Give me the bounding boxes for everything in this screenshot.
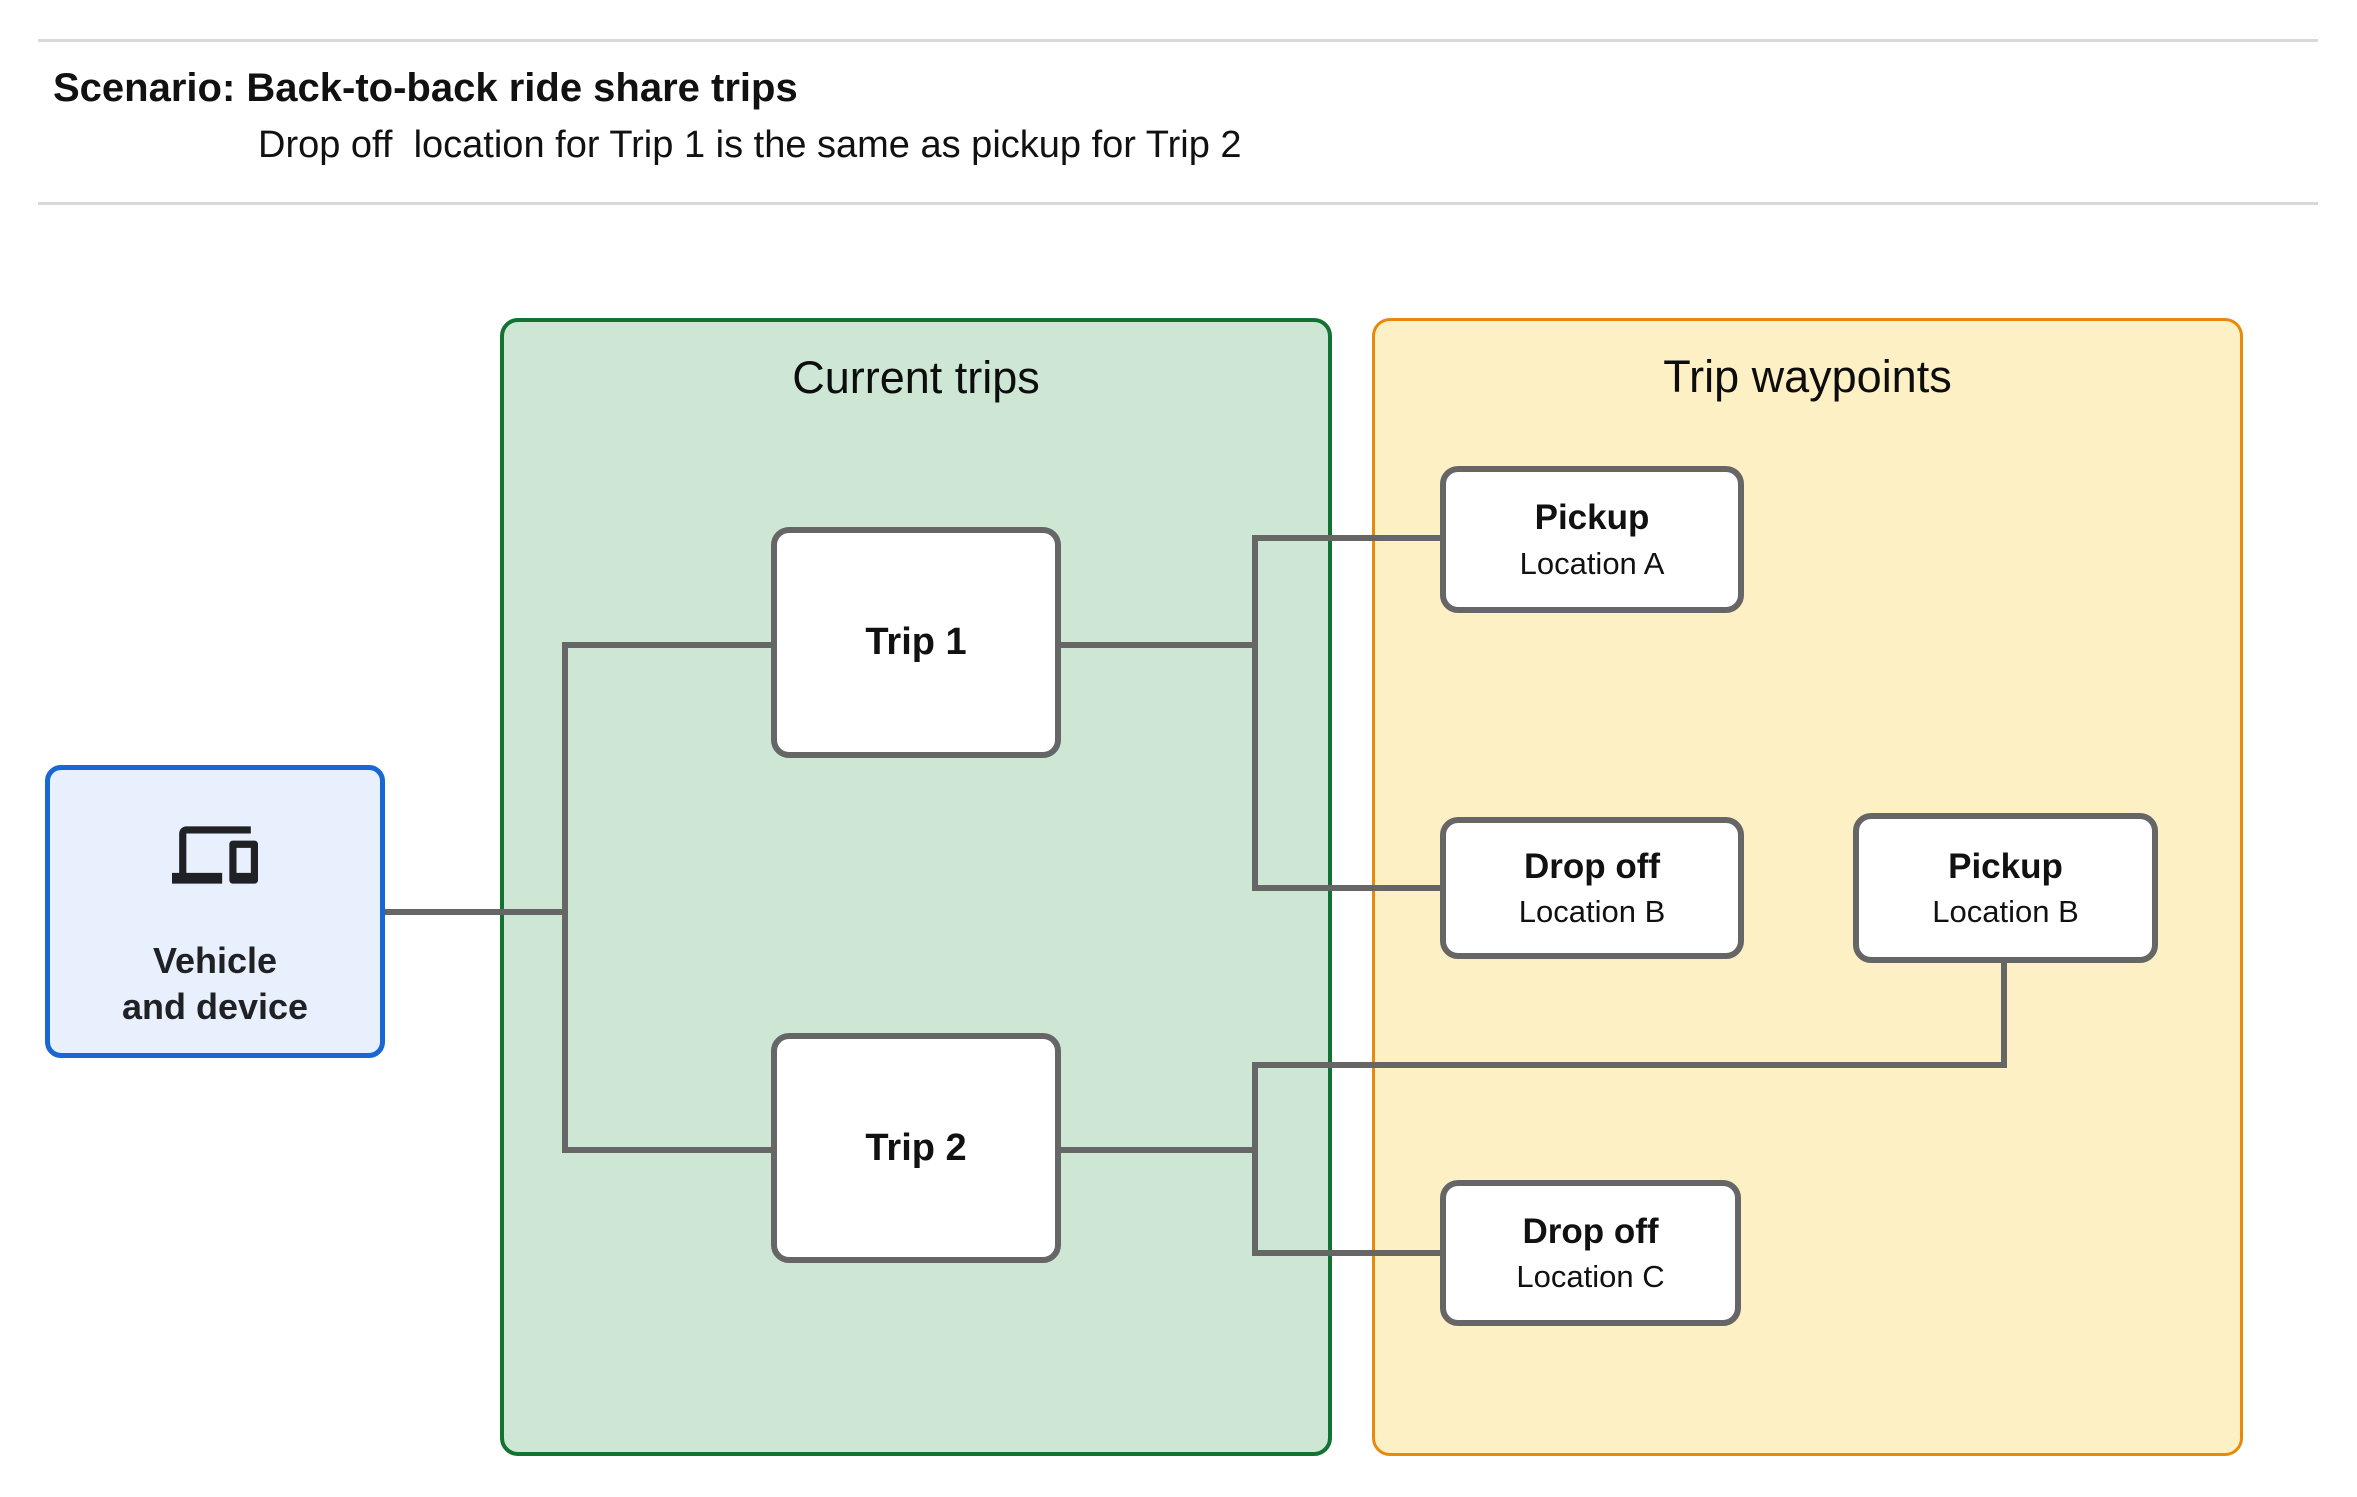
- header-divider: [38, 202, 2318, 205]
- page-title: Scenario: Back-to-back ride share trips: [53, 66, 798, 110]
- waypoint-location: Location C: [1516, 1259, 1665, 1295]
- trip-1-label: Trip 1: [865, 621, 967, 663]
- trip-2-label: Trip 2: [865, 1126, 967, 1169]
- connector-trip2-vertical: [1252, 1062, 1258, 1256]
- connector-pickup-b-down: [2001, 963, 2007, 1068]
- current-trips-container: Current trips: [500, 318, 1332, 1456]
- page-subtitle: Drop off location for Trip 1 is the same…: [258, 124, 1242, 166]
- connector-to-dropoff-c: [1252, 1250, 1440, 1256]
- waypoint-title: Pickup: [1948, 846, 2063, 886]
- connector-branch-to-trip1: [562, 642, 771, 648]
- connector-pickup-b-across: [1252, 1062, 2007, 1068]
- waypoint-title: Drop off: [1522, 1211, 1659, 1251]
- devices-icon: [50, 812, 380, 898]
- connector-trip2-out: [1061, 1147, 1258, 1153]
- waypoint-location: Location B: [1932, 894, 2079, 930]
- waypoint-dropoff-location-b: Drop off Location B: [1440, 817, 1744, 959]
- trip-waypoints-title: Trip waypoints: [1663, 351, 1952, 402]
- connector-to-dropoff-b: [1252, 885, 1440, 891]
- connector-trip1-out: [1061, 642, 1258, 648]
- connector-to-pickup-a: [1252, 535, 1440, 541]
- vehicle-and-device-node: Vehicle and device: [45, 765, 385, 1058]
- connector-vehicle-to-branch: [385, 909, 565, 915]
- current-trips-title: Current trips: [792, 352, 1040, 403]
- top-divider: [38, 39, 2318, 42]
- vehicle-label-line1: Vehicle: [152, 940, 278, 981]
- connector-branch-to-trip2: [562, 1147, 771, 1153]
- waypoint-dropoff-location-c: Drop off Location C: [1440, 1180, 1741, 1326]
- trip-2-node: Trip 2: [771, 1033, 1061, 1263]
- waypoint-location: Location B: [1518, 894, 1666, 930]
- connector-trip1-vertical: [1252, 535, 1258, 891]
- waypoint-pickup-location-a: Pickup Location A: [1440, 466, 1744, 613]
- trip-1-node: Trip 1: [771, 527, 1061, 758]
- waypoint-pickup-location-b: Pickup Location B: [1853, 813, 2158, 963]
- waypoint-title: Pickup: [1534, 498, 1650, 538]
- vehicle-label-line2: and device: [121, 986, 309, 1027]
- connector-branch-vertical: [562, 642, 568, 1153]
- waypoint-title: Drop off: [1523, 846, 1661, 886]
- vehicle-node-label: Vehicle and device: [50, 938, 380, 1030]
- waypoint-location: Location A: [1519, 545, 1665, 581]
